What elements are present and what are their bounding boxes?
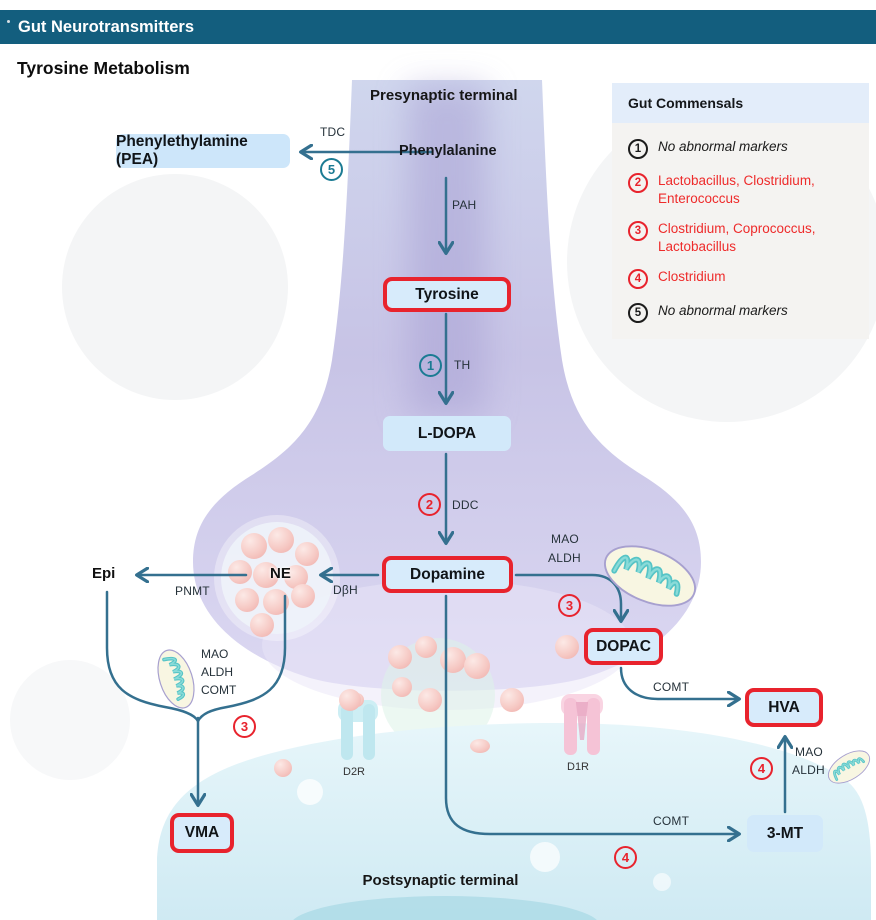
node-vma: VMA — [170, 813, 234, 853]
enzyme-ddc: DDC — [452, 498, 479, 512]
legend-marker-4: 4 — [628, 269, 648, 290]
legend-item-label: Clostridium — [658, 269, 726, 285]
decorative-dot — [7, 20, 10, 23]
receptor-d2r-label: D2R — [343, 766, 366, 778]
header-bar: Gut Neurotransmitters — [0, 10, 876, 44]
enzyme-comt: COMT — [653, 680, 690, 694]
legend-item-label: No abnormal markers — [658, 303, 788, 319]
legend-item-label: Clostridium, Coprococcus, Lactobacillus — [658, 221, 816, 254]
legend-marker-2: 2 — [628, 173, 648, 193]
legend-item: 5 No abnormal markers — [628, 302, 857, 324]
legend-title: Gut Commensals — [612, 83, 869, 123]
page-title: Tyrosine Metabolism — [17, 58, 190, 78]
legend-item: 2 Lactobacillus, Clostridium, Enterococc… — [628, 172, 857, 207]
d1r-receptor-icon — [561, 694, 603, 755]
enzyme-comt: COMT — [653, 814, 690, 828]
legend-item: 3 Clostridium, Coprococcus, Lactobacillu… — [628, 220, 857, 255]
enzyme-th: TH — [454, 358, 471, 372]
enzyme-comt: COMT — [201, 683, 237, 697]
node-pea: Phenylethylamine (PEA) — [116, 133, 290, 168]
node-3mt: 3-MT — [747, 815, 823, 852]
node-ne: NE — [270, 565, 291, 582]
legend-marker-3: 3 — [628, 221, 648, 242]
pathway-marker-5: 5 — [320, 158, 343, 181]
pathway-marker-4: 4 — [750, 757, 773, 780]
node-dopamine: Dopamine — [382, 556, 513, 593]
node-ldopa: L-DOPA — [383, 416, 511, 451]
postsynaptic-terminal-label: Postsynaptic terminal — [362, 872, 519, 889]
enzyme-stack-mao-aldh-comt: MAO ALDH COMT — [201, 645, 236, 699]
node-tyrosine: Tyrosine — [383, 277, 511, 312]
legend-item: 4 Clostridium — [628, 268, 857, 290]
node-epi: Epi — [92, 565, 116, 582]
pathway-marker-3: 3 — [558, 594, 581, 617]
enzyme-mao: MAO — [551, 532, 579, 546]
legend-body: 1 No abnormal markers 2 Lactobacillus, C… — [612, 123, 869, 340]
enzyme-aldh: ALDH — [201, 665, 234, 679]
legend-marker-1: 1 — [628, 139, 648, 159]
node-hva: HVA — [745, 688, 823, 727]
mitochondria-icon — [149, 643, 203, 715]
node-dopac: DOPAC — [584, 628, 663, 665]
enzyme-tdc: TDC — [320, 125, 346, 139]
pathway-marker-2: 2 — [418, 493, 441, 516]
enzyme-dbh: DβH — [333, 583, 358, 597]
postsynaptic-terminal-shape — [157, 723, 871, 920]
enzyme-mao: MAO — [201, 647, 229, 661]
legend-item: 1 No abnormal markers — [628, 138, 857, 159]
node-phenylalanine: Phenylalanine — [399, 143, 497, 159]
legend-marker-5: 5 — [628, 303, 648, 324]
header-title: Gut Neurotransmitters — [18, 18, 195, 36]
pathway-marker-1: 1 — [419, 354, 442, 377]
pathway-marker-3: 3 — [233, 715, 256, 738]
gut-commensals-legend: Gut Commensals 1 No abnormal markers 2 L… — [612, 83, 869, 340]
presynaptic-terminal-label: Presynaptic terminal — [370, 87, 518, 104]
enzyme-pah: PAH — [452, 198, 477, 212]
enzyme-pnmt: PNMT — [175, 584, 210, 598]
enzyme-aldh: ALDH — [792, 763, 825, 777]
receptor-d1r-label: D1R — [567, 761, 590, 773]
legend-item-label: Lactobacillus, Clostridium, Enterococcus — [658, 173, 815, 206]
pathway-marker-4: 4 — [614, 846, 637, 869]
legend-item-label: No abnormal markers — [658, 139, 788, 154]
enzyme-mao: MAO — [795, 745, 823, 759]
enzyme-aldh: ALDH — [548, 551, 581, 565]
